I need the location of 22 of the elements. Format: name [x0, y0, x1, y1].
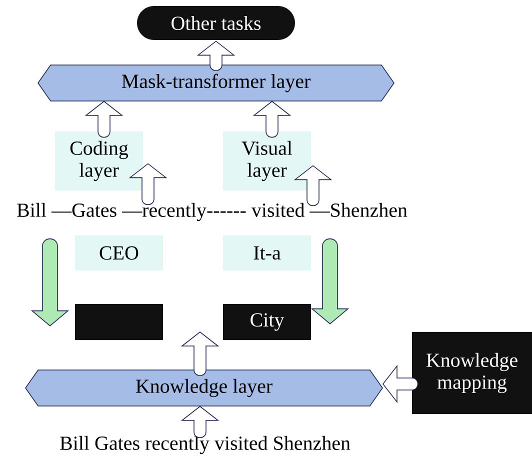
entity-box: [75, 304, 163, 340]
block-arrow: [198, 40, 234, 71]
layer-band: Knowledge layer: [25, 370, 383, 406]
layer-band: Mask-transformer layer: [38, 64, 394, 102]
block-arrow: [294, 165, 332, 206]
block-arrow: [312, 238, 348, 324]
layer-box: Coding layer: [55, 132, 143, 190]
block-arrow: [182, 406, 218, 438]
mapping-box: Knowledge mapping: [412, 332, 532, 414]
block-arrow: [382, 366, 418, 402]
task-box: Other tasks: [137, 6, 295, 40]
block-arrow: [130, 163, 166, 206]
sentence-text: Bill —Gates —recently------ visited —Shenzhen: [17, 202, 408, 222]
block-arrow: [182, 332, 218, 376]
entity-box: City: [223, 304, 311, 340]
block-arrow: [32, 238, 68, 326]
layer-box: Visual layer: [223, 132, 311, 190]
block-arrow: [86, 101, 122, 138]
relation-box: It-a: [223, 236, 311, 270]
sentence-text: Bill Gates recently visited Shenzhen: [60, 436, 350, 454]
block-arrow: [254, 101, 290, 138]
relation-box: CEO: [75, 236, 163, 270]
